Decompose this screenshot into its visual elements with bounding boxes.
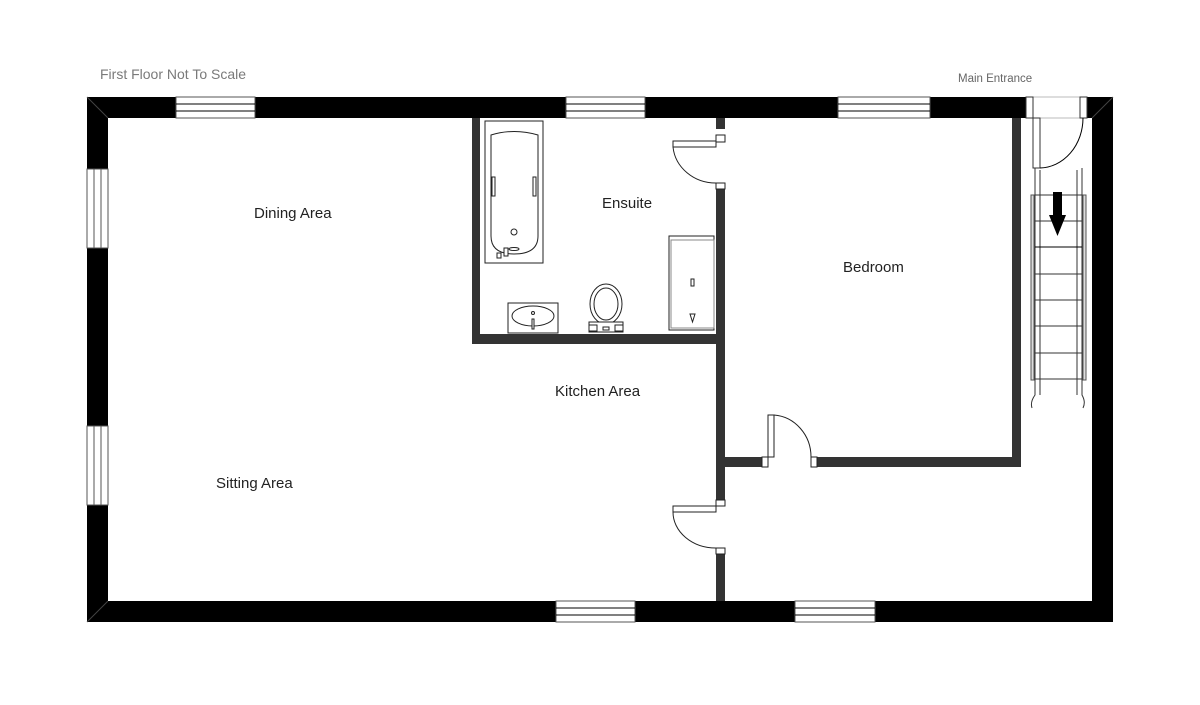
exterior-walls [86, 96, 1114, 623]
window-top-2 [565, 96, 646, 119]
window-bottom-2 [794, 600, 876, 623]
bedroom-door [761, 414, 818, 468]
interior-walls [472, 118, 1021, 601]
windows [86, 96, 931, 623]
room-label-dining-area: Dining Area [254, 205, 332, 222]
stairs-down-arrow-icon [1049, 192, 1066, 236]
shower [668, 235, 715, 331]
sink [507, 302, 559, 334]
main-entrance-label: Main Entrance [958, 73, 1033, 85]
main-entrance-door [1025, 96, 1088, 169]
window-top-1 [175, 96, 256, 119]
bathtub [484, 120, 544, 264]
toilet [588, 283, 624, 333]
window-top-3 [837, 96, 931, 119]
window-bottom-1 [555, 600, 636, 623]
window-left-1 [86, 168, 109, 249]
window-left-2 [86, 425, 109, 506]
floor-title: First Floor Not To Scale [100, 66, 247, 82]
staircase [1030, 168, 1087, 409]
room-label-kitchen-area: Kitchen Area [555, 383, 641, 400]
room-label-ensuite: Ensuite [602, 195, 653, 212]
ensuite-door [672, 134, 726, 190]
room-label-bedroom: Bedroom [843, 259, 904, 276]
kitchen-door [672, 499, 726, 555]
room-label-sitting-area: Sitting Area [216, 475, 293, 492]
